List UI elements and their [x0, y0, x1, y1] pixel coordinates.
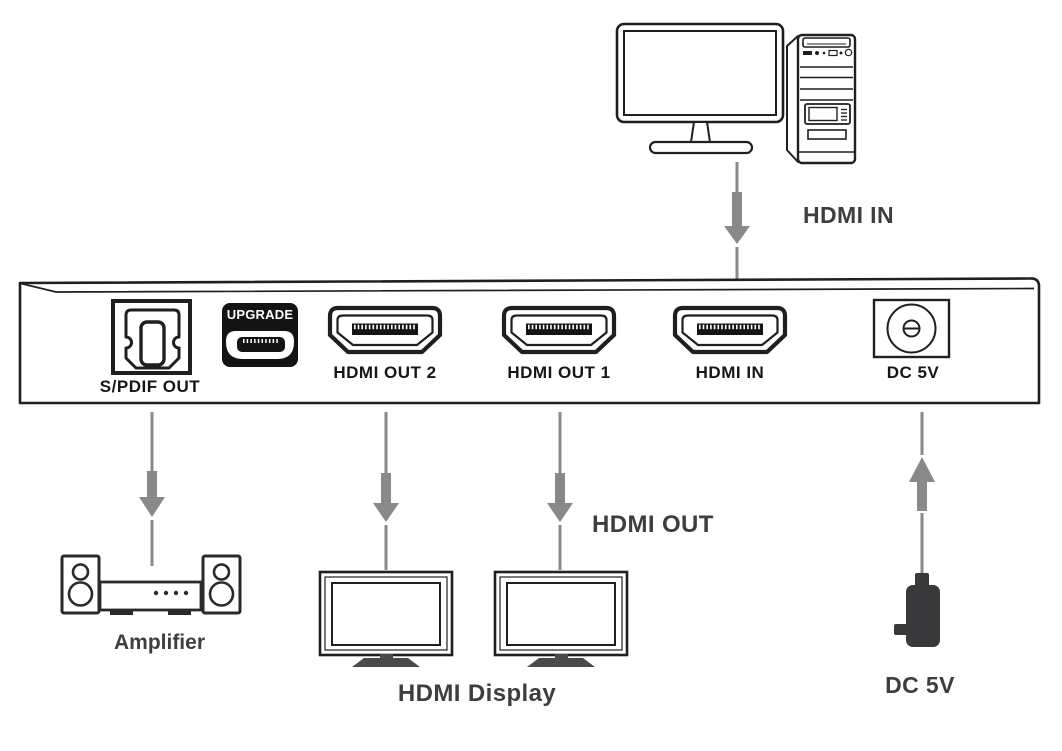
hdmi-out-1-arrow	[547, 412, 573, 570]
speaker-left-icon	[60, 554, 101, 615]
label-hdmi-in: HDMI IN	[803, 202, 894, 228]
hdmi-display-2-icon	[493, 570, 629, 669]
label-amplifier: Amplifier	[113, 631, 205, 654]
label-hdmi-out: HDMI OUT	[592, 511, 714, 538]
port-label-hdmi-out-1: HDMI OUT 1	[507, 363, 611, 382]
hdmi-out-2-port	[330, 308, 440, 352]
spdif-port	[111, 299, 192, 375]
port-label-dc-5v: DC 5V	[886, 363, 940, 382]
dc-5v-jack	[872, 298, 951, 359]
label-hdmi-display: HDMI Display	[397, 680, 557, 707]
splitter-rear-panel	[18, 277, 1041, 405]
hdmi-out-2-arrow	[373, 412, 399, 570]
dc-5v-arrow	[909, 412, 935, 573]
hdmi-in-port	[675, 308, 785, 352]
label-dc-5v-adapter: DC 5V	[885, 672, 955, 698]
port-label-upgrade: UPGRADE	[226, 307, 294, 322]
hdmi-display-1-icon	[318, 570, 454, 669]
amplifier-icon	[60, 554, 242, 615]
amp-unit-icon	[98, 580, 203, 615]
port-label-hdmi-out-2: HDMI OUT 2	[333, 363, 437, 382]
speaker-right-icon	[201, 554, 242, 615]
power-adapter-icon	[894, 573, 940, 647]
hdmi-out-1-port	[504, 308, 614, 352]
tower-icon	[786, 33, 857, 165]
port-label-spdif-out: S/PDIF OUT	[99, 377, 201, 396]
spdif-arrow	[139, 412, 165, 566]
upgrade-port	[222, 303, 298, 367]
monitor-icon	[615, 22, 785, 155]
port-label-hdmi-in: HDMI IN	[695, 363, 765, 382]
hdmi-in-arrow	[724, 162, 750, 280]
desktop-computer-icon	[615, 22, 857, 165]
